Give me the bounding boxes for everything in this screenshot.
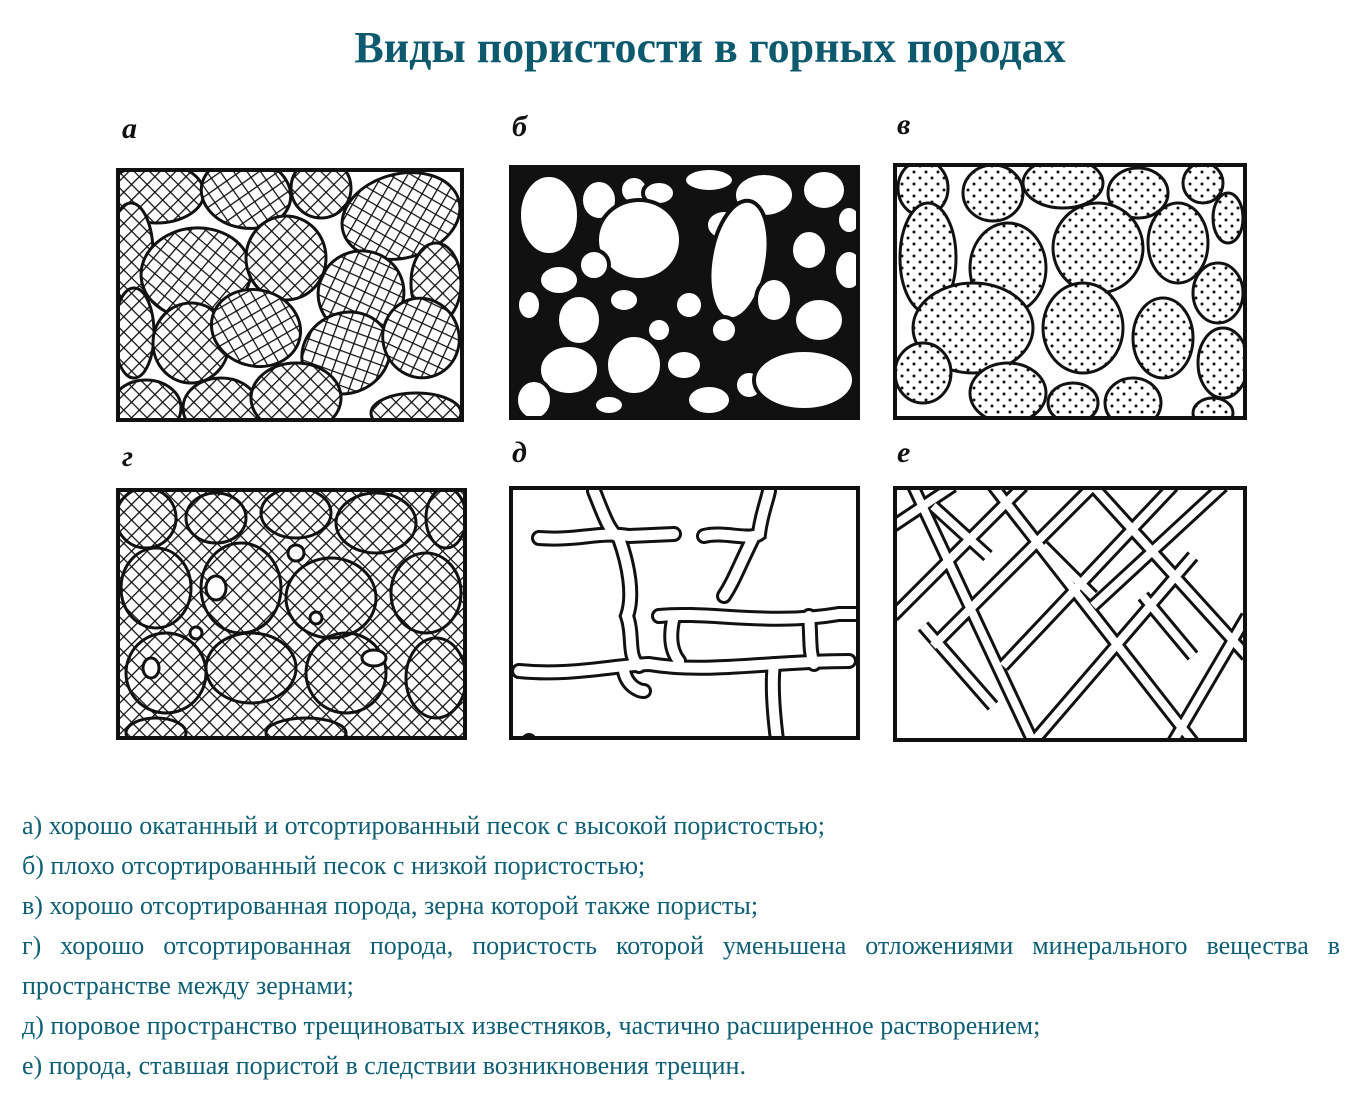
panel-g-cemented-grains (116, 488, 467, 740)
panel-label-d: д (512, 436, 527, 469)
panel-b-unsorted-grains (509, 165, 860, 420)
description-e: е) порода, ставшая пористой в следствии … (22, 1051, 746, 1080)
panel-d-dissolution-fractures (509, 486, 860, 740)
description-a: а) хорошо окатанный и отсортированный пе… (22, 811, 825, 840)
description-v: в) хорошо отсортированная порода, зерна … (22, 891, 759, 920)
panel-label-g: г (122, 440, 134, 473)
page-title: Виды пористости в горных породах (354, 23, 1066, 72)
description-b: б) плохо отсортированный песок с низкой … (22, 851, 646, 880)
panel-label-v: в (897, 108, 911, 141)
panel-e-fractures (893, 486, 1247, 742)
panel-label-a: а (122, 112, 137, 145)
descriptions: а) хорошо окатанный и отсортированный пе… (22, 806, 1340, 1086)
panel-a-crosshatched-grains (116, 168, 464, 422)
description-g: г) хорошо отсортированная порода, порист… (22, 931, 1340, 1000)
panel-v-porous-grains (893, 163, 1247, 420)
description-d: д) поровое пространство трещиноватых изв… (22, 1011, 1041, 1040)
panel-label-b: б (512, 110, 527, 143)
panel-label-e: е (897, 436, 911, 469)
